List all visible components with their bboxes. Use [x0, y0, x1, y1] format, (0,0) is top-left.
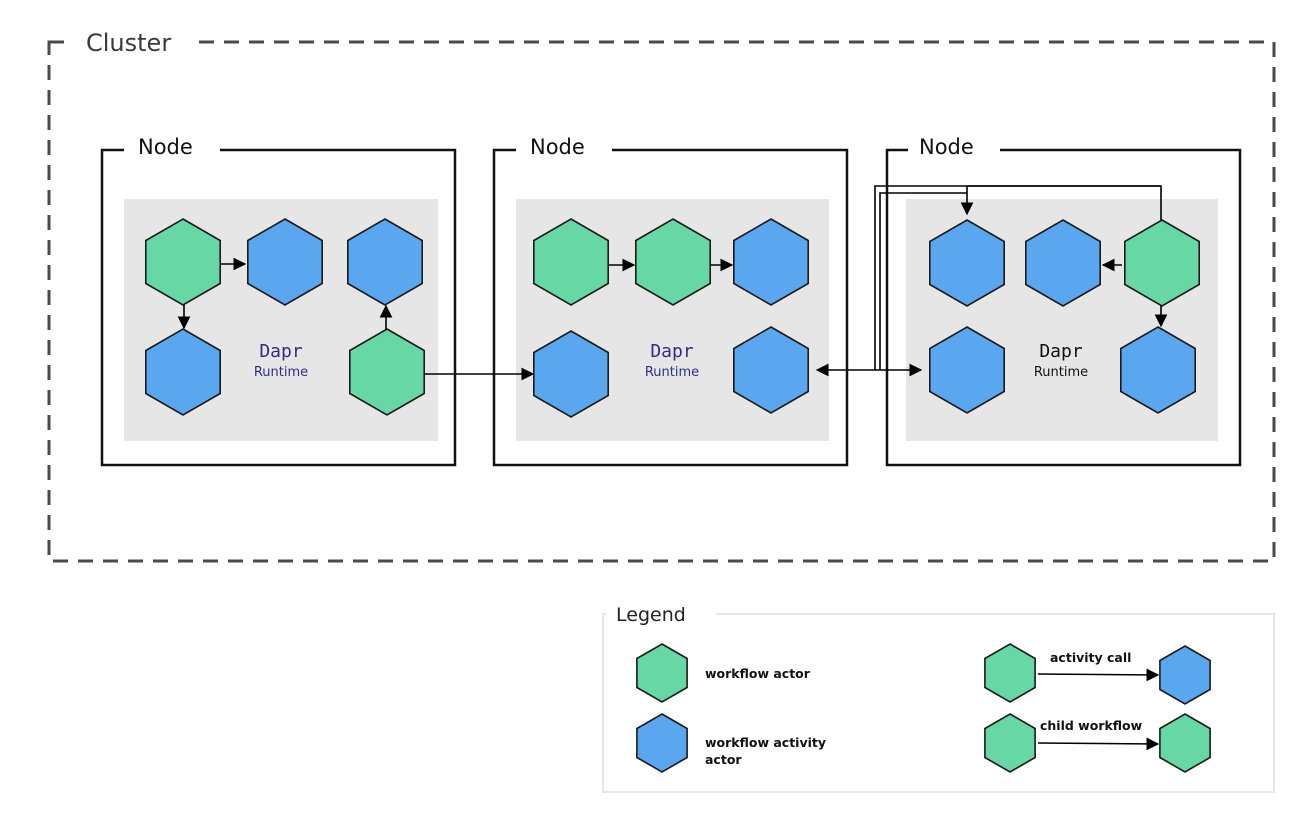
legend-activity-call-arrow	[1037, 668, 1160, 682]
workflow-actor-hexagon	[1124, 219, 1200, 307]
runtime-sub: Runtime	[254, 365, 308, 380]
legend-activity-actor-label: workflow activity	[705, 735, 826, 750]
node-label: Node	[138, 135, 193, 159]
legend-activity-actor-icon	[636, 713, 688, 773]
legend-title: Legend	[616, 604, 686, 626]
runtime-name: Dapr	[650, 341, 694, 362]
node-label: Node	[530, 135, 585, 159]
activity-actor-hexagon	[732, 218, 810, 306]
workflow-actor-hexagon	[634, 218, 712, 306]
activity-actor-hexagon	[732, 326, 810, 414]
legend-activity-call-label: activity call	[1050, 650, 1131, 665]
runtime-name: Dapr	[259, 341, 303, 362]
runtime-sub: Runtime	[1034, 365, 1088, 380]
activity-actor-hexagon	[145, 328, 221, 416]
activity-actor-hexagon	[247, 218, 324, 306]
legend-activity-actor-label-2: actor	[705, 752, 742, 767]
legend-child-workflow-source-icon	[984, 713, 1036, 773]
legend-activity-call-source-icon	[984, 643, 1036, 703]
activity-actor-hexagon	[1120, 326, 1196, 414]
legend-workflow-actor-label: workflow actor	[705, 666, 811, 681]
activity-actor-hexagon	[928, 219, 1006, 307]
legend-child-workflow-target-icon	[1159, 713, 1211, 773]
connector-line	[874, 185, 1161, 370]
legend-workflow-actor-icon	[636, 643, 688, 703]
workflow-actor-hexagon	[145, 218, 221, 306]
cluster-boundary	[47, 40, 1276, 563]
activity-actor-hexagon	[928, 326, 1006, 414]
cluster-label: Cluster	[86, 29, 171, 57]
connector-line	[879, 192, 967, 370]
connectors	[177, 185, 1168, 381]
legend-child-workflow-label: child workflow	[1040, 718, 1143, 733]
runtime-sub: Runtime	[645, 365, 699, 380]
node-label: Node	[919, 135, 974, 159]
activity-actor-hexagon	[1025, 219, 1101, 307]
actors	[145, 218, 1200, 418]
runtime-name: Dapr	[1039, 341, 1083, 362]
workflow-actor-hexagon	[532, 218, 610, 306]
legend-activity-call-target-icon	[1159, 645, 1211, 705]
legend-child-workflow-arrow	[1037, 737, 1160, 751]
legend: Legend workflow actor workflow activity …	[602, 600, 1275, 793]
activity-actor-hexagon	[532, 330, 610, 418]
workflow-actor-hexagon	[348, 328, 426, 416]
